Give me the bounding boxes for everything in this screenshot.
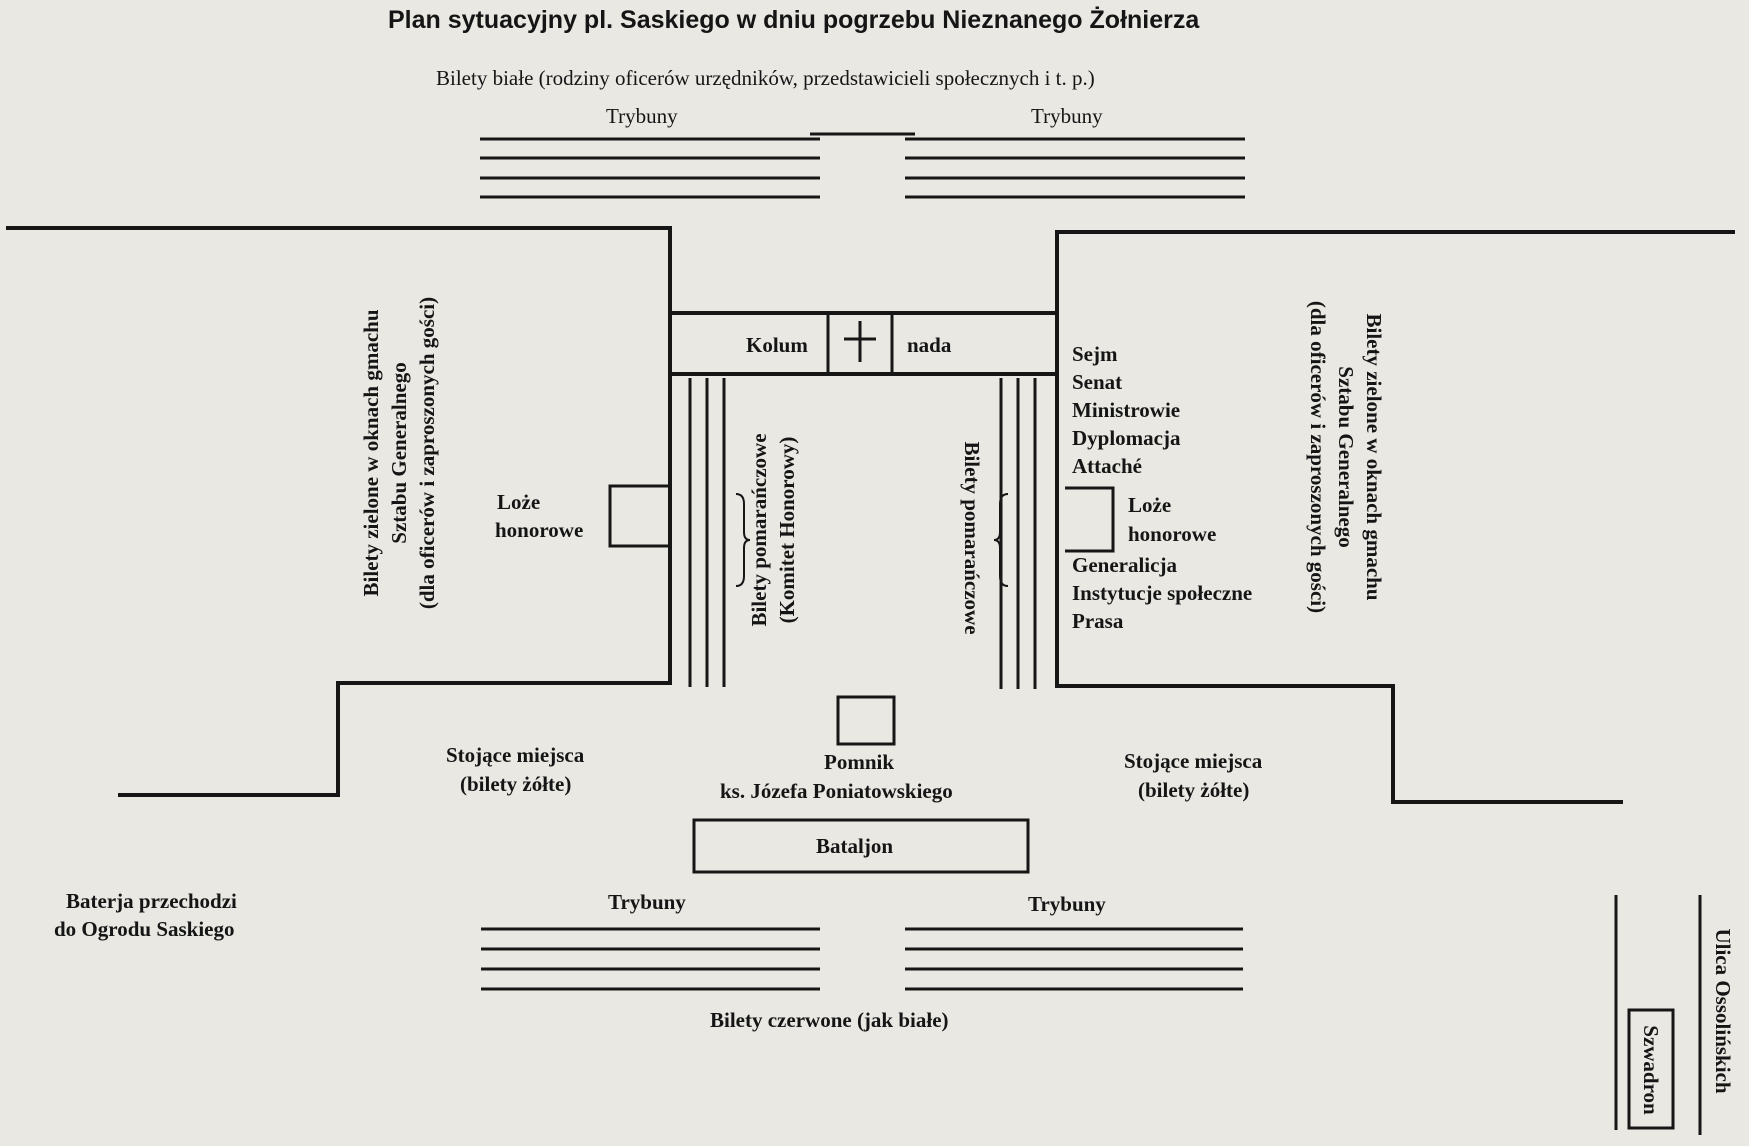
standing-right-line2: (bilety żółte) [1138, 778, 1250, 802]
battalion-box [692, 818, 1030, 874]
green-tickets-left-line3: (dla oficerów i zaproszonych gości) [415, 296, 439, 610]
battery-line1: Baterja przechodzi [66, 889, 237, 913]
orange-tickets-left-line2: (Komitet Honorowy) [775, 436, 799, 624]
squadron: Szwadron [1637, 1014, 1665, 1126]
green-tickets-right-line3: (dla oficerów i zaproszonych gości) [1306, 300, 1330, 614]
corridor-right-lines [999, 378, 1037, 689]
loge-left-box [608, 484, 672, 548]
orange-tickets-left-line1: Bilety pomarańczowe [747, 433, 771, 627]
loge-left-line1: Loże [497, 490, 541, 514]
squadron-label: Szwadron [1639, 1025, 1663, 1115]
officials-item: Instytucje społeczne [1072, 581, 1253, 605]
monument-label-line2: ks. Józefa Poniatowskiego [720, 779, 953, 803]
battalion-label: Bataljon [816, 834, 894, 858]
green-tickets-right: Bilety zielone w oknach gmachu Sztabu Ge… [1304, 262, 1388, 652]
standing-right-line1: Stojące miejsca [1124, 749, 1263, 773]
corridor-left-lines [688, 378, 726, 687]
officials-item: Attaché [1072, 454, 1142, 478]
officials-item: Ministrowie [1072, 398, 1181, 422]
colonnade-label-left: Kolum [746, 333, 808, 357]
loge-right-line1: Loże [1128, 493, 1172, 517]
monument-box [836, 695, 896, 746]
monument-label-line1: Pomnik [824, 750, 895, 774]
white-tickets-label: Bilety białe (rodziny oficerów urzędnikó… [436, 66, 1095, 90]
standing-left-line1: Stojące miejsca [446, 743, 585, 767]
green-tickets-right-line1: Bilety zielone w oknach gmachu [1362, 313, 1386, 601]
green-tickets-right-line2: Sztabu Generalnego [1334, 366, 1358, 548]
stands-bottom-right-lines [905, 927, 1243, 991]
stands-top-left-label: Trybuny [606, 104, 678, 128]
orange-tickets-right: Bilety pomarańczowe [958, 418, 986, 658]
brace-left [735, 493, 751, 587]
green-tickets-left-line2: Sztabu Generalnego [387, 362, 411, 544]
square-outline-left [6, 226, 672, 797]
orange-tickets-left: Bilety pomarańczowe (Komitet Honorowy) [745, 410, 801, 650]
stands-top-right-label: Trybuny [1031, 104, 1103, 128]
street-name-label: Ulica Ossolińskich [1711, 928, 1735, 1094]
officials-item: Dyplomacja [1072, 426, 1181, 450]
stands-bottom-right-label: Trybuny [1028, 892, 1106, 916]
brace-right [993, 493, 1009, 587]
battery-line2: do Ogrodu Saskiego [54, 917, 235, 941]
green-tickets-left: Bilety zielone w oknach gmachu Sztabu Ge… [357, 258, 441, 648]
standing-left-line2: (bilety żółte) [460, 772, 572, 796]
squadron-box [1627, 1008, 1675, 1130]
loge-right-box [1065, 486, 1115, 553]
stands-bottom-left-label: Trybuny [608, 890, 686, 914]
officials-item: Generalicja [1072, 553, 1177, 577]
square-outline-right [1055, 230, 1735, 804]
officials-item: Sejm [1072, 342, 1118, 366]
officials-item: Prasa [1072, 609, 1124, 633]
street-name: Ulica Ossolińskich [1709, 906, 1737, 1116]
page-title: Plan sytuacyjny pl. Saskiego w dniu pogr… [388, 6, 1200, 34]
loge-left-line2: honorowe [495, 518, 584, 542]
officials-item: Senat [1072, 370, 1123, 394]
stands-bottom-left-lines [481, 927, 820, 991]
colonnade-label-right: nada [907, 333, 952, 357]
stands-top-right-lines [905, 137, 1245, 199]
orange-tickets-right-line1: Bilety pomarańczowe [960, 441, 984, 635]
stands-top-left-lines [480, 137, 820, 199]
loge-right-line2: honorowe [1128, 522, 1217, 546]
green-tickets-left-line1: Bilety zielone w oknach gmachu [359, 309, 383, 597]
red-tickets-label: Bilety czerwone (jak białe) [710, 1008, 949, 1032]
